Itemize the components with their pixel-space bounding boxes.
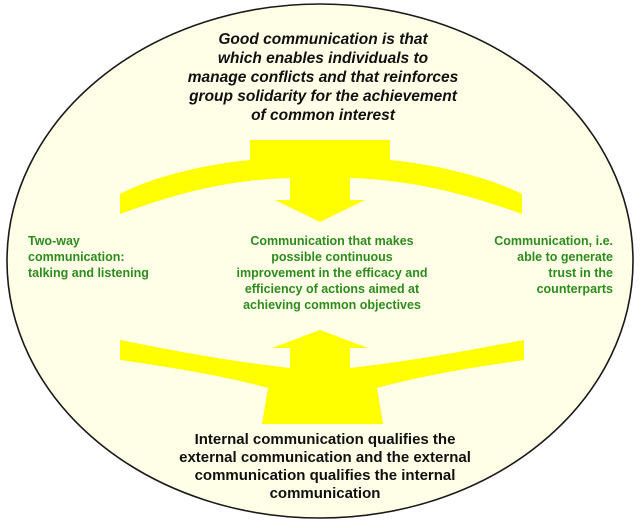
bottom-split-arrow [120,330,524,424]
left-box-text: Two-way communication: talking and liste… [28,234,149,280]
top-split-arrow [120,140,522,222]
bottom-statement-text: Internal communication qualifies the ext… [179,431,471,502]
right-box-text: Communication, i.e. able to generate tru… [494,234,613,296]
top-statement-text: Good communication is that which enables… [187,31,459,124]
outer-ellipse [6,3,634,519]
center-box-text: Communication that makes possible contin… [236,234,428,312]
